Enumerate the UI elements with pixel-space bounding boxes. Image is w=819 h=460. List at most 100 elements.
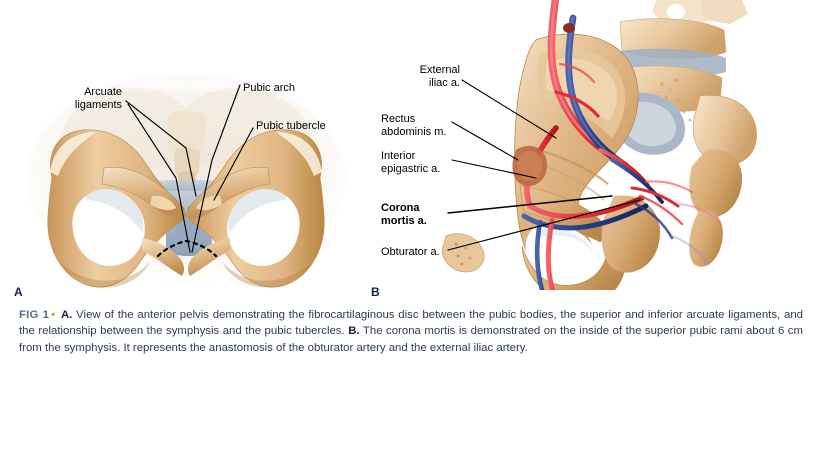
ischial-body bbox=[601, 195, 660, 273]
iliac-fossa-highlight bbox=[546, 58, 617, 122]
figure-caption: FIG 1• A. View of the anterior pelvis de… bbox=[19, 307, 803, 356]
ramus-shadow-left bbox=[60, 262, 150, 288]
ghost-coccyx-2 bbox=[178, 171, 196, 195]
caption-figure-tag: FIG 1 bbox=[19, 309, 50, 321]
symphysis-disc-core bbox=[175, 214, 201, 252]
iliac-small-branch-2 bbox=[558, 62, 596, 84]
cartilage-wedge-left bbox=[96, 191, 138, 212]
label-corona-mortis-artery: Corona mortis a. bbox=[381, 202, 427, 227]
sacral-ala bbox=[692, 95, 757, 165]
intervertebral-disc-1 bbox=[614, 48, 726, 77]
leader-pubic-tubercle bbox=[213, 127, 254, 201]
internal-iliac-branch-3 bbox=[638, 194, 684, 226]
transverse-process-upper bbox=[700, 0, 748, 24]
leader-inferior-epigastric bbox=[451, 159, 537, 179]
ghost-coccyx-3 bbox=[180, 188, 194, 208]
obturator-foramen-left-shading bbox=[86, 188, 144, 233]
obturator-foramen-inner bbox=[525, 224, 603, 290]
panel-letter-a: A bbox=[14, 285, 23, 299]
rectus-abdominis-highlight bbox=[516, 151, 543, 182]
pubic-tubercle-right bbox=[196, 195, 222, 211]
inferior-pubic-ramus-right bbox=[187, 238, 230, 276]
internal-iliac-vein-branch-2 bbox=[634, 202, 674, 240]
external-iliac-vein bbox=[565, 14, 630, 170]
internal-iliac-branch-2 bbox=[630, 186, 680, 208]
ramus-shadow-right bbox=[222, 262, 312, 288]
label-inferior-epigastric-artery: Interior epigastric a. bbox=[381, 150, 441, 175]
leader-rectus-abdominis bbox=[451, 121, 519, 161]
symphysis-disc-shadow bbox=[128, 200, 246, 214]
obturator-foramen-left bbox=[72, 188, 145, 266]
panel-a-leaders bbox=[125, 84, 254, 253]
caption-panel-a-marker: A. bbox=[60, 309, 73, 321]
iliac-crest-highlight-right bbox=[276, 132, 322, 176]
sacrum-lower bbox=[689, 149, 743, 218]
inferior-epigastric-artery bbox=[524, 125, 559, 209]
superior-pubic-ramus-right bbox=[185, 166, 271, 218]
caption-panel-b-text: The corona mortis is demonstrated on the… bbox=[19, 325, 803, 354]
arcuate-line-ridge bbox=[529, 146, 609, 185]
faded-vessel-tip-1 bbox=[678, 202, 722, 224]
leader-external-iliac bbox=[461, 79, 557, 139]
hemipelvis-right-body bbox=[186, 129, 325, 288]
leader-arcuate-2 bbox=[127, 103, 191, 253]
ghost-coccyx-1 bbox=[174, 147, 200, 178]
leader-pubic-arch bbox=[191, 84, 241, 253]
obturator-foramen-right bbox=[227, 188, 300, 266]
obturator-artery bbox=[545, 217, 556, 290]
internal-iliac-vein-branch bbox=[610, 158, 664, 204]
sacral-vertebra-1 bbox=[619, 18, 727, 59]
rectus-abdominis-muscle bbox=[512, 145, 548, 186]
vertebra-body-upper bbox=[652, 0, 712, 26]
leader-obturator bbox=[447, 199, 641, 251]
pubic-body-trabeculae bbox=[454, 242, 472, 266]
label-rectus-abdominis-muscle: Rectus abdominis m. bbox=[381, 113, 447, 138]
sacral-vertebra-2 bbox=[615, 65, 723, 112]
arcuate-line-ridge-2 bbox=[527, 159, 605, 201]
label-pubic-arch: Pubic arch bbox=[243, 82, 295, 94]
pubic-arch-dashed-marker bbox=[156, 239, 218, 258]
pubic-body-cropped bbox=[441, 233, 485, 273]
obturator-vein bbox=[534, 219, 545, 290]
hemipelvis-left-body bbox=[47, 129, 186, 288]
superior-pubic-ramus-left bbox=[101, 166, 187, 218]
label-external-iliac-artery: External iliac a. bbox=[419, 64, 460, 89]
cartilage-wedge-right bbox=[238, 191, 280, 212]
sacroiliac-cartilage-highlight bbox=[622, 101, 676, 147]
pubic-tubercle-left bbox=[150, 195, 176, 211]
superior-pubic-ramus-inner bbox=[519, 185, 606, 243]
internal-iliac-branch-1 bbox=[597, 147, 651, 189]
hemipelvis-inner-surface bbox=[514, 33, 639, 290]
vertebral-foramen bbox=[667, 4, 685, 20]
faded-vessel-tip-2 bbox=[670, 234, 710, 266]
panel-letter-b: B bbox=[371, 285, 380, 299]
internal-iliac-branch-4 bbox=[644, 180, 694, 194]
trabecular-bone-texture bbox=[656, 78, 692, 138]
obturator-foramen-inner-shading bbox=[536, 228, 596, 258]
fibrocartilaginous-disc bbox=[166, 190, 212, 256]
caption-bullet: • bbox=[51, 309, 56, 321]
label-pubic-tubercle: Pubic tubercle bbox=[256, 120, 326, 132]
ischiopubic-ramus bbox=[521, 225, 626, 290]
corona-mortis-artery bbox=[527, 195, 645, 220]
ghost-sacrum bbox=[168, 110, 206, 156]
caption-panel-b-marker: B. bbox=[348, 325, 360, 338]
panel-b-leaders bbox=[447, 79, 641, 251]
label-obturator-artery: Obturator a. bbox=[381, 246, 440, 258]
inferior-pubic-ramus-left bbox=[142, 238, 185, 276]
corona-mortis-group bbox=[441, 0, 757, 290]
iliac-crest-highlight-left bbox=[50, 132, 96, 176]
obturator-foramen-right-shading bbox=[228, 188, 286, 233]
label-arcuate-ligaments: Arcuate ligaments bbox=[74, 86, 122, 111]
leader-arcuate-1 bbox=[125, 100, 197, 197]
leader-corona-mortis bbox=[447, 195, 613, 214]
external-iliac-artery-highlight bbox=[550, 0, 614, 158]
arcuate-ligament-band-superior bbox=[118, 180, 258, 200]
vessel-entry-node bbox=[563, 23, 575, 33]
external-iliac-vein-highlight bbox=[567, 17, 627, 167]
external-iliac-artery bbox=[547, 0, 616, 160]
coccyx-right bbox=[689, 209, 723, 267]
caption-panel-a-text: View of the anterior pelvis demonstratin… bbox=[19, 309, 803, 338]
iliac-small-branch bbox=[554, 90, 600, 118]
